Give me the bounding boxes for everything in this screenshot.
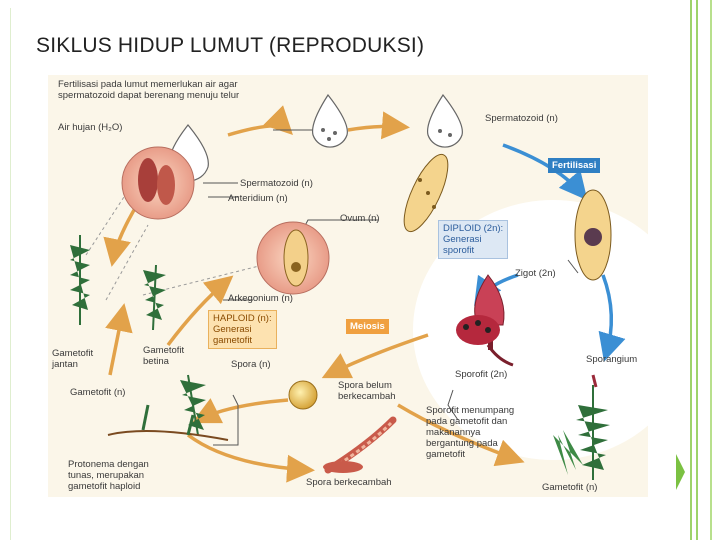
- spore-icon: [288, 380, 318, 410]
- sporangium-label: Sporangium: [586, 354, 638, 365]
- sporophyte-label: Sporofit (2n): [455, 369, 508, 380]
- zygote-icon: [574, 189, 612, 281]
- gametophyte-left-label: Gametofit (n): [70, 387, 126, 398]
- spore-ungerminated-label: Spora belum berkecambah: [338, 380, 396, 402]
- meiosis-badge: Meiosis: [346, 319, 389, 334]
- moss-plant-icon: [553, 430, 583, 475]
- cycle-arrow: [166, 275, 234, 347]
- cycle-arrow: [347, 111, 410, 140]
- protonema-icon: [323, 416, 397, 474]
- cycle-arrow: [105, 303, 133, 376]
- diagram-artwork: [48, 75, 648, 497]
- slide-title: SIKLUS HIDUP LUMUT (REPRODUKSI): [36, 34, 425, 57]
- spore-label: Spora (n): [231, 359, 271, 370]
- sperm-label-mid: Spermatozoid (n): [240, 178, 313, 189]
- moss-plant-icon: [576, 374, 610, 480]
- cycle-arrow: [397, 403, 525, 467]
- archegonium-icon: [256, 221, 330, 295]
- rain-label: Air hujan (H₂O): [58, 122, 123, 133]
- intro-caption: Fertilisasi pada lumut memerlukan air ag…: [58, 79, 240, 101]
- ovum-label: Ovum (n): [340, 213, 380, 224]
- zygote-label: Zigot (2n): [515, 268, 556, 279]
- next-slide-tab[interactable]: [676, 454, 685, 490]
- zygote-arrow: [598, 274, 626, 362]
- cycle-arrow: [321, 333, 429, 379]
- moss-plant-icon: [70, 235, 90, 325]
- fertilization-badge: Fertilisasi: [548, 158, 601, 173]
- antheridium-icon: [403, 153, 449, 233]
- slide-frame: [10, 8, 691, 540]
- archegonium-label: Arkegonium (n): [228, 293, 293, 304]
- antheridium-label: Anteridium (n): [228, 193, 288, 204]
- female-gametophyte-label: Gametofit betina: [143, 345, 185, 367]
- callout-lines: [203, 113, 579, 446]
- moss-plant-icon: [180, 374, 206, 436]
- moss-life-cycle-diagram: Fertilisasi pada lumut memerlukan air ag…: [48, 75, 648, 497]
- sporophyte-note: Sporofit menumpang pada gametofit dan ma…: [426, 405, 515, 460]
- antheridium-icon: [121, 146, 195, 220]
- water-drop-icon: [311, 93, 348, 148]
- decor-rail: [690, 0, 692, 540]
- cycle-arrow: [227, 105, 293, 137]
- cycle-arrows: [103, 105, 525, 483]
- protonema-label: Protonema dengan tunas, merupakan gameto…: [68, 459, 149, 492]
- diploid-badge: DIPLOID (2n): Generasi sporofit: [438, 220, 509, 259]
- sperm-label-top: Spermatozoid (n): [485, 113, 558, 124]
- decor-rail: [696, 0, 698, 540]
- spore-germinated-label: Spora berkecambah: [306, 477, 392, 488]
- sporophyte-capsule-icon: [456, 274, 514, 367]
- decor-rail: [710, 0, 712, 540]
- water-drop-icon: [426, 93, 463, 148]
- moss-plant-icon: [143, 264, 166, 331]
- male-gametophyte-label: Gametofit jantan: [52, 348, 94, 370]
- cycle-arrow: [191, 398, 289, 424]
- haploid-badge: HAPLOID (n): Generasi gametofit: [208, 310, 277, 349]
- protonema-icon: [107, 404, 229, 441]
- cycle-arrow: [186, 433, 315, 483]
- gametophyte-bottom-label: Gametofit (n): [542, 482, 598, 493]
